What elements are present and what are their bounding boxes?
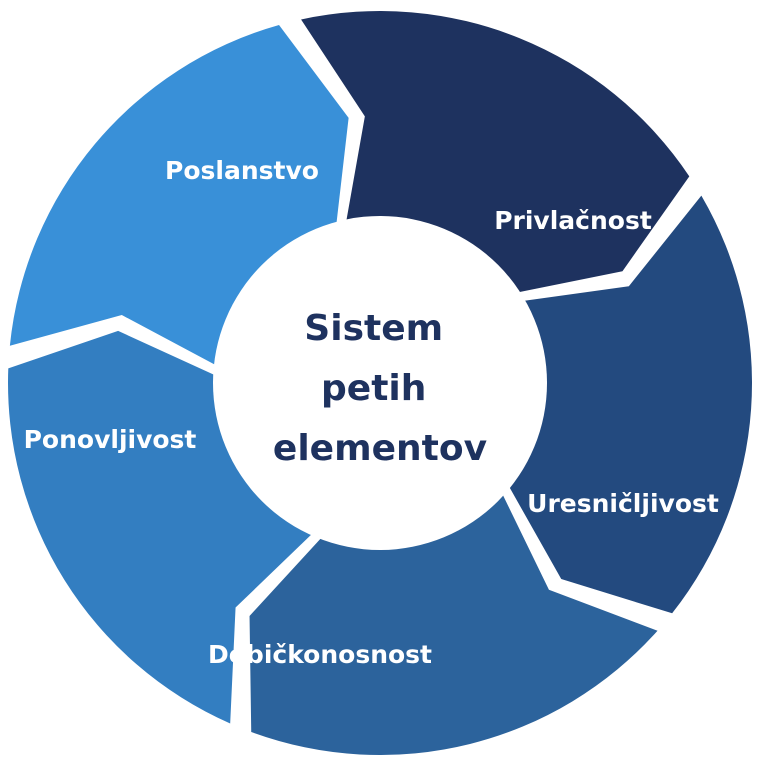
center-title: Sistem petih elementov <box>273 308 487 469</box>
segment-label-2: Uresničljivost <box>527 489 719 518</box>
segments-layer <box>8 10 753 756</box>
segment-3 <box>249 490 658 756</box>
center-title-line-3: elementov <box>273 428 487 469</box>
segment-label-1: Privlačnost <box>494 206 652 235</box>
segment-4 <box>8 330 315 724</box>
segment-1 <box>301 10 690 294</box>
center-circle <box>213 216 547 550</box>
segment-5 <box>9 24 349 367</box>
segment-label-3: Dobičkonosnost <box>208 640 432 669</box>
segment-label-4: Ponovljivost <box>24 425 197 454</box>
center-title-line-1: Sistem <box>304 308 443 349</box>
segment-2 <box>507 195 753 614</box>
segment-label-5: Poslanstvo <box>165 156 319 185</box>
center-title-line-2: petih <box>321 368 426 409</box>
